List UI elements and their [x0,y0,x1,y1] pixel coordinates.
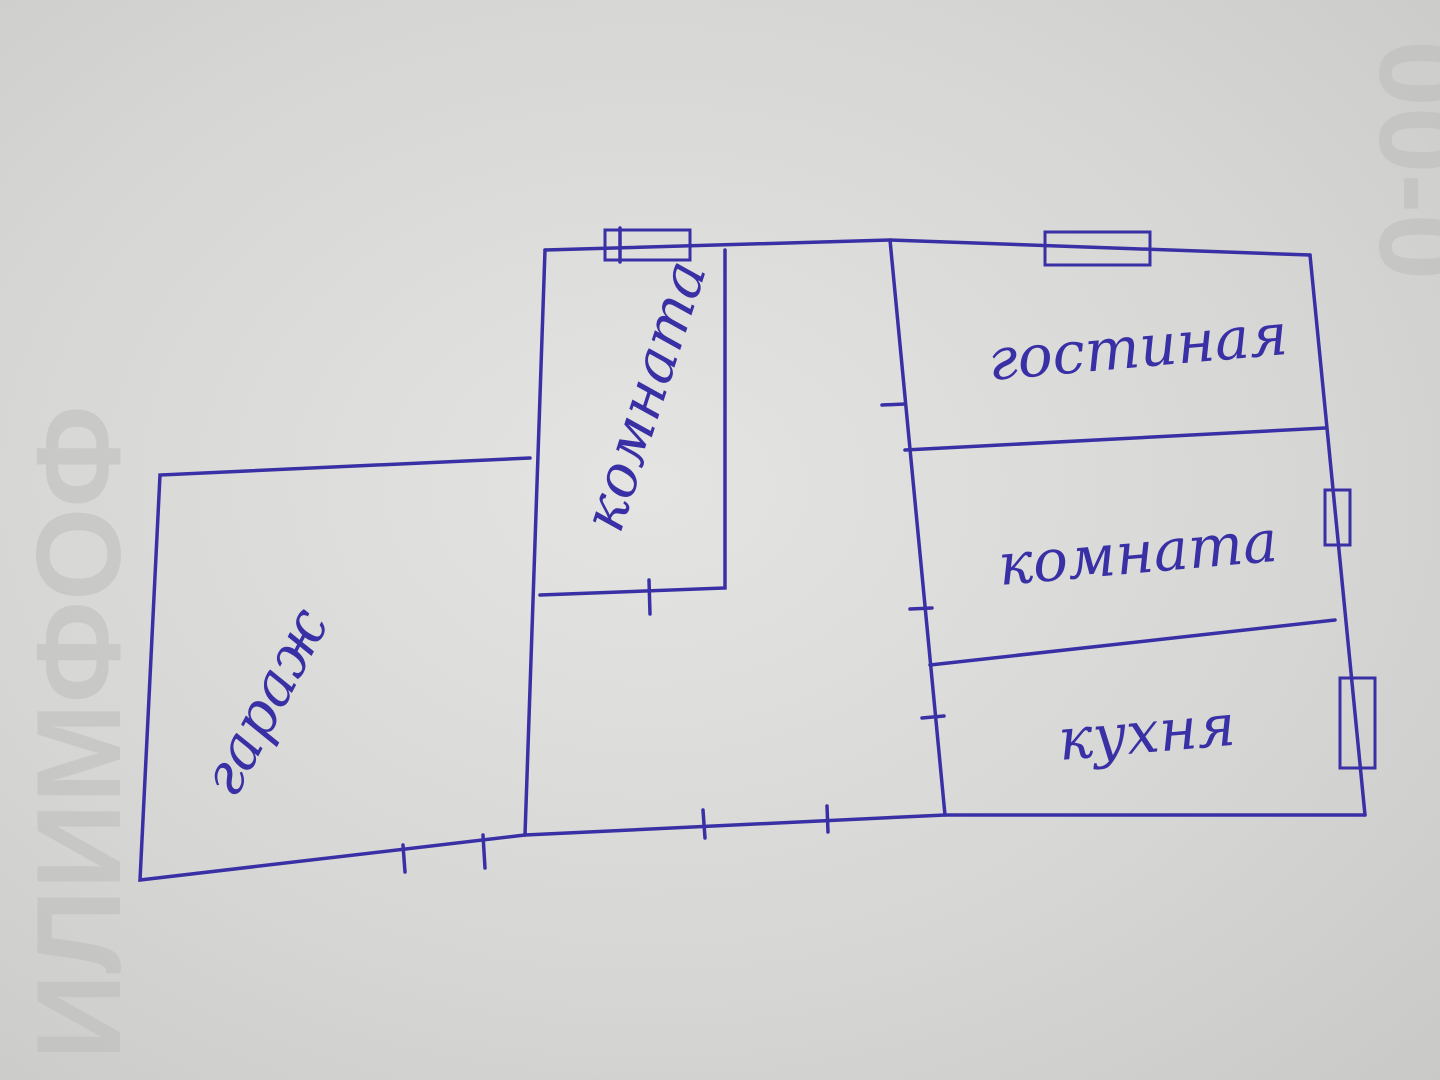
window [1043,230,1152,267]
svg-text:ИЛИМФОФ: ИЛИМФОФ [12,405,146,1060]
room-labels: гараж комната гостиная комната кухня [187,252,1290,807]
label-room: комната [995,507,1280,599]
garage-outline [138,456,532,882]
walls [138,238,1367,882]
living-room-wall [903,426,1327,452]
bottom-wall [523,813,1367,837]
window [1338,676,1377,770]
windows [603,226,1377,770]
svg-text:00-0: 00-0 [1354,40,1440,280]
label-living-room: гостиная [985,300,1290,394]
top-wall [543,238,1312,257]
label-kitchen: кухня [1055,691,1238,774]
background-print-show-through: ИЛИМФОФ 00-0 [12,40,1440,1060]
window [603,228,692,262]
central-left-wall [523,248,547,837]
window [1323,488,1352,547]
small-room-wall [538,248,727,597]
right-wall [1308,253,1367,817]
door-marks [401,402,946,874]
label-garage: гараж [187,597,342,807]
label-small-room: комната [569,252,720,539]
kitchen-wall [928,618,1337,667]
divider-wall [888,238,947,817]
